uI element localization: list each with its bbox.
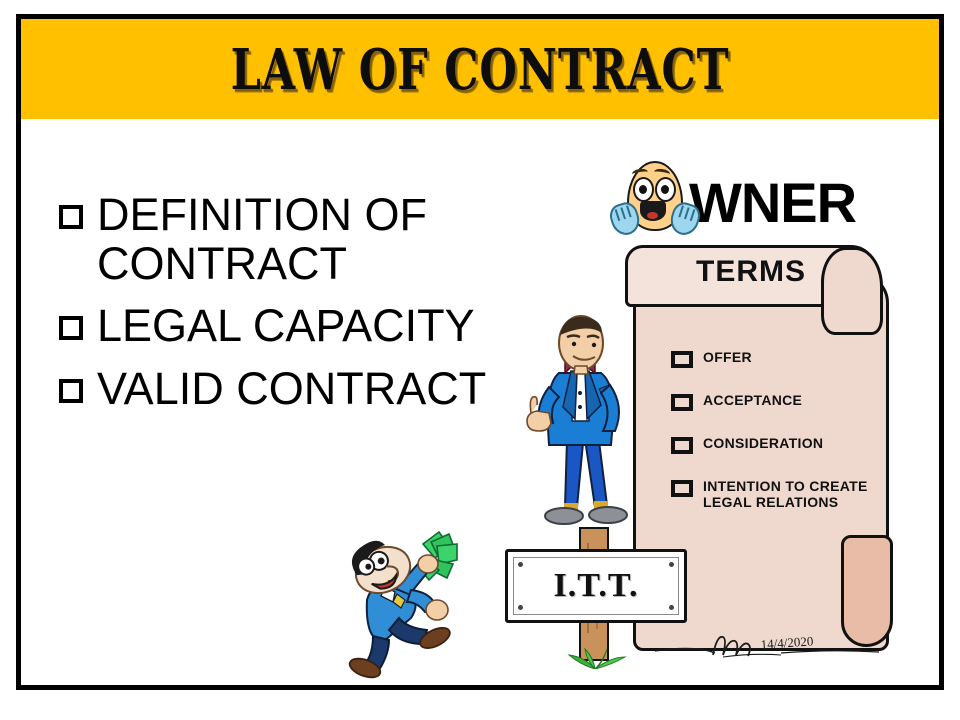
list-item-label: CONSIDERATION [703,435,824,451]
man-jumping-with-money-icon [331,524,496,684]
itt-signpost: I.T.T. [505,527,687,677]
screw-icon [518,605,523,610]
slide-frame: LAW OF CONTRACT DEFINITION OF CONTRACT L… [16,14,944,690]
signpost-label: I.T.T. [553,567,639,604]
owner-label: WNER [689,170,857,234]
unchecked-box-icon[interactable] [671,437,693,454]
grass-icon [559,639,631,670]
signature-icon: 14/4/2020 [653,629,883,663]
screw-icon [669,562,674,567]
signpost-board[interactable]: I.T.T. [505,549,687,623]
box-bullet-icon [59,316,91,348]
list-item-label: INTENTION TO CREATE LEGAL RELATIONS [703,478,868,511]
list-item-label: LEGAL CAPACITY [97,300,475,352]
signature-date: 14/4/2020 [760,633,814,652]
unchecked-box-icon[interactable] [671,351,693,368]
unchecked-box-icon[interactable] [671,480,693,497]
list-item[interactable]: INTENTION TO CREATE LEGAL RELATIONS [671,478,891,510]
scroll-curl [821,247,883,335]
list-item-label: OFFER [703,349,752,365]
list-item[interactable]: ACCEPTANCE [671,392,891,411]
title-bar: LAW OF CONTRACT [21,19,939,119]
list-item-label: VALID CONTRACT [97,362,487,414]
list-item[interactable]: LEGAL CAPACITY [59,302,529,351]
scroll-bottom-roll [841,535,893,647]
box-bullet-icon [59,205,91,237]
list-item[interactable]: VALID CONTRACT [59,362,529,414]
bullet-list: DEFINITION OF CONTRACT LEGAL CAPACITY VA… [59,189,529,427]
screw-icon [518,562,523,567]
smiling-face-icon [606,161,704,243]
list-item[interactable]: OFFER [671,349,891,368]
businessman-thumbs-up-icon [515,311,645,531]
list-item[interactable]: DEFINITION OF CONTRACT [59,189,529,289]
screw-icon [669,605,674,610]
owner-heading: WNER [606,161,857,243]
page-title: LAW OF CONTRACT [230,35,730,103]
list-item-label: ACCEPTANCE [703,392,803,408]
terms-checklist: OFFER ACCEPTANCE CONSIDERATION INTENTION… [671,349,891,534]
unchecked-box-icon[interactable] [671,394,693,411]
terms-heading: TERMS [696,255,806,288]
box-bullet-icon [59,378,91,411]
list-item[interactable]: CONSIDERATION [671,435,891,454]
list-item-label: DEFINITION OF CONTRACT [97,189,427,289]
